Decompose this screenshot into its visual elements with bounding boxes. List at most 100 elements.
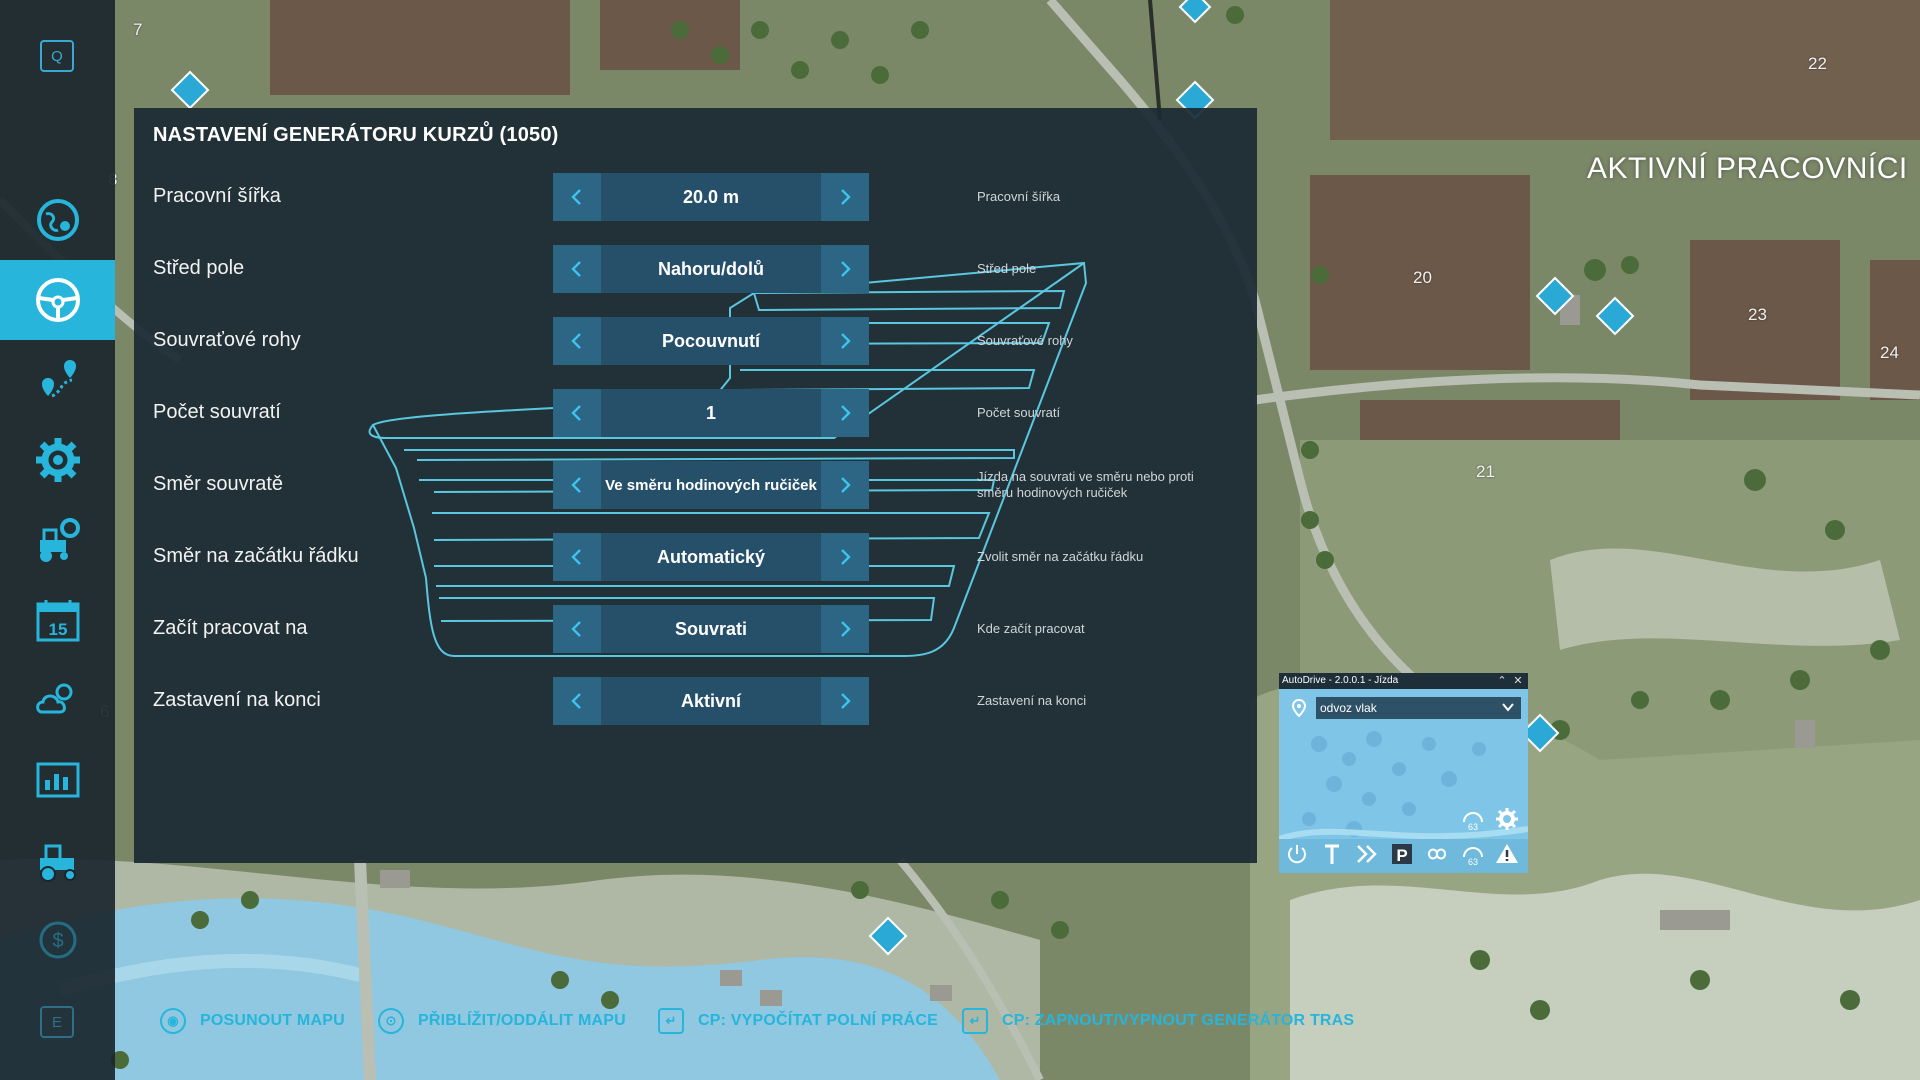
hint-label: CP: ZAPNOUT/VYPNOUT GENERÁTOR TRAS — [1002, 1012, 1355, 1029]
chevron-left-icon — [571, 621, 581, 637]
increase-button[interactable] — [821, 317, 869, 365]
field-center-selector[interactable]: Nahoru/dolů — [553, 245, 869, 293]
setting-row-headland-count: Počet souvratí 1 Počet souvratí — [134, 389, 1257, 437]
setting-label: Začít pracovat na — [153, 617, 308, 639]
setting-description: Střed pole — [977, 261, 1037, 276]
decrease-button[interactable] — [553, 533, 601, 581]
warning-button[interactable] — [1492, 839, 1522, 869]
setting-description: Souvraťové rohy — [977, 333, 1073, 348]
decrease-button[interactable] — [553, 317, 601, 365]
setting-row-headland-direction: Směr souvratě Ve směru hodinových ručiče… — [134, 461, 1257, 509]
row-start-direction-selector[interactable]: Automatický — [553, 533, 869, 581]
chevron-right-icon — [841, 477, 851, 493]
speed-value: 63 — [1468, 857, 1478, 866]
stop-at-end-selector[interactable]: Aktivní — [553, 677, 869, 725]
chevron-left-icon — [571, 333, 581, 349]
decrease-button[interactable] — [553, 605, 601, 653]
increase-button[interactable] — [821, 533, 869, 581]
record-icon — [1325, 844, 1339, 864]
autodrive-panel[interactable]: AutoDrive - 2.0.0.1 - Jízda ⌃ ✕ odvoz vl… — [1279, 673, 1528, 873]
increase-button[interactable] — [821, 245, 869, 293]
increase-button[interactable] — [821, 605, 869, 653]
autodrive-settings-button[interactable] — [1492, 804, 1522, 834]
sidebar-item-settings[interactable] — [0, 420, 115, 500]
setting-label: Střed pole — [153, 257, 245, 279]
sidebar-item-vehicle-control[interactable] — [0, 260, 115, 340]
decrease-button[interactable] — [553, 245, 601, 293]
decrease-button[interactable] — [553, 389, 601, 437]
selector-value: 1 — [705, 402, 716, 423]
statistics-icon — [36, 762, 79, 798]
sidebar-item-finances[interactable]: $ — [0, 900, 115, 980]
loop-button[interactable] — [1422, 839, 1452, 869]
increase-button[interactable] — [821, 461, 869, 509]
headland-count-selector[interactable]: 1 — [553, 389, 869, 437]
setting-row-headland-corners: Souvraťové rohy Pocouvnutí Souvraťové ro… — [134, 317, 1257, 365]
destination-dropdown[interactable]: odvoz vlak — [1316, 697, 1521, 719]
sidebar-item-weather[interactable] — [0, 660, 115, 740]
parking-button[interactable]: P — [1387, 839, 1417, 869]
chevron-right-icon — [841, 261, 851, 277]
record-button[interactable] — [1317, 839, 1347, 869]
selector-value: Souvrati — [674, 618, 748, 639]
fast-forward-icon — [1357, 845, 1377, 863]
chevron-right-icon — [841, 693, 851, 709]
chevron-right-icon — [841, 405, 851, 421]
hint-zoom-map[interactable]: ⊙ PŘIBLÍŽIT/ODDÁLIT MAPU — [378, 1008, 626, 1034]
chevron-left-icon — [571, 477, 581, 493]
autodrive-titlebar[interactable]: AutoDrive - 2.0.0.1 - Jízda ⌃ ✕ — [1279, 673, 1528, 689]
location-pin-icon — [1291, 699, 1307, 717]
autodrive-body: odvoz vlak 63 — [1279, 689, 1528, 873]
power-icon — [1288, 845, 1306, 864]
svg-text:P: P — [1396, 846, 1407, 865]
chevron-left-icon — [571, 549, 581, 565]
fast-forward-button[interactable] — [1352, 839, 1382, 869]
increase-button[interactable] — [821, 173, 869, 221]
chevron-left-icon — [571, 189, 581, 205]
start-working-on-selector[interactable]: Souvrati — [553, 605, 869, 653]
increase-button[interactable] — [821, 677, 869, 725]
sidebar-item-map-overview[interactable] — [0, 180, 115, 260]
unload-speed-button[interactable]: 63 — [1458, 804, 1488, 834]
chevron-right-icon — [841, 549, 851, 565]
setting-label: Počet souvratí — [153, 401, 281, 423]
chevron-right-icon — [841, 333, 851, 349]
headland-corners-selector[interactable]: Pocouvnutí — [553, 317, 869, 365]
setting-row-row-start-direction: Směr na začátku řádku Automatický Zvolit… — [134, 533, 1257, 581]
chevron-left-icon — [571, 405, 581, 421]
hint-label: CP: VYPOČÍTAT POLNÍ PRÁCE — [698, 1012, 938, 1029]
selector-value: Pocouvnutí — [662, 330, 760, 351]
parking-icon: P — [1392, 844, 1412, 865]
active-workers-title: AKTIVNÍ PRACOVNÍCI — [1587, 152, 1908, 185]
sidebar-item-routes[interactable] — [0, 340, 115, 420]
hint-move-map[interactable]: ◉ POSUNOUT MAPU — [160, 1008, 345, 1034]
drive-speed-button[interactable]: 63 — [1458, 839, 1488, 869]
decrease-button[interactable] — [553, 173, 601, 221]
setting-row-start-working-on: Začít pracovat na Souvrati Kde začít pra… — [134, 605, 1257, 653]
sidebar-item-vehicles[interactable] — [0, 820, 115, 900]
hint-calculate-field-work[interactable]: ↵ CP: VYPOČÍTAT POLNÍ PRÁCE — [658, 1008, 938, 1034]
decrease-button[interactable] — [553, 677, 601, 725]
sidebar-item-statistics[interactable] — [0, 740, 115, 820]
collapse-icon[interactable]: ⌃ — [1497, 675, 1507, 687]
calendar-day: 15 — [48, 620, 67, 639]
tractor-icon — [39, 844, 76, 882]
power-button[interactable] — [1282, 839, 1312, 869]
close-icon[interactable]: ✕ — [1513, 675, 1523, 687]
speed-icon: 63 — [1463, 812, 1483, 831]
sidebar-item-vehicle-settings[interactable] — [0, 500, 115, 580]
map-marker-icon — [170, 0, 1635, 956]
enter-key-icon: ↵ — [962, 1008, 988, 1034]
settings-icon — [1496, 808, 1518, 830]
warning-icon — [1496, 844, 1518, 863]
destination-value: odvoz vlak — [1320, 701, 1377, 715]
chevron-down-icon — [1502, 703, 1514, 712]
working-width-selector[interactable]: 20.0 m — [553, 173, 869, 221]
sidebar: Q — [0, 0, 115, 1080]
headland-direction-selector[interactable]: Ve směru hodinových ručiček — [553, 461, 869, 509]
hint-toggle-course-generator[interactable]: ↵ CP: ZAPNOUT/VYPNOUT GENERÁTOR TRAS — [962, 1008, 1354, 1034]
decrease-button[interactable] — [553, 461, 601, 509]
sidebar-item-calendar[interactable]: 15 — [0, 580, 115, 660]
increase-button[interactable] — [821, 389, 869, 437]
hint-label: POSUNOUT MAPU — [200, 1012, 345, 1029]
